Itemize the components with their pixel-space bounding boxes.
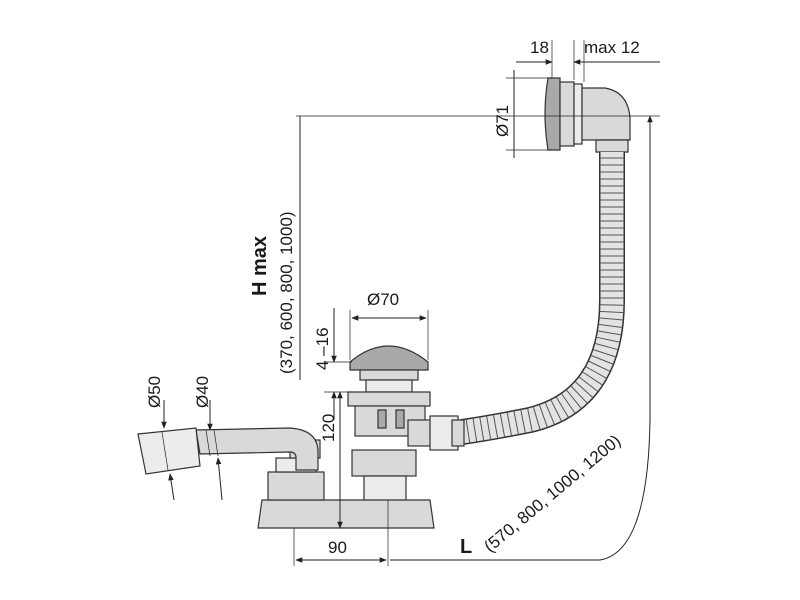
hose-rib <box>538 404 548 428</box>
flexible-hose <box>460 152 625 445</box>
hose-rib <box>597 330 622 336</box>
overflow-head <box>544 77 631 153</box>
dim-overflow-diameter: Ø71 <box>493 105 512 137</box>
dim-trap-height: 120 <box>319 414 338 442</box>
hose-rib <box>590 354 614 365</box>
hose-rib <box>520 409 526 434</box>
hose-rib <box>599 310 624 314</box>
hose-rib <box>527 408 533 432</box>
dim-plug-height: 4 –16 <box>313 327 332 370</box>
hose-rib <box>599 317 624 321</box>
hose-rib <box>555 396 569 418</box>
hose-rib <box>550 399 563 422</box>
dim-trap-offset: 90 <box>328 538 347 557</box>
hose-rib <box>594 342 619 351</box>
hose-rib <box>472 418 478 442</box>
dim-outlet-diameter-40: Ø40 <box>193 376 212 408</box>
plug-assembly <box>347 345 465 451</box>
hose-rib <box>596 336 620 343</box>
hose-rib <box>513 410 519 435</box>
dim-h-values: (370, 600, 800, 1000) <box>277 211 296 374</box>
dim-outlet-diameter-50: Ø50 <box>145 376 164 408</box>
hose-rib <box>585 366 607 379</box>
hose-rib <box>486 415 492 440</box>
hose-rib <box>599 304 624 306</box>
hose-rib <box>499 413 506 438</box>
outlet-pipe <box>137 427 319 475</box>
dim-plug-diameter: Ø70 <box>367 290 399 309</box>
trap-body <box>257 439 435 529</box>
hose-rib <box>544 402 556 425</box>
hose-rib <box>465 419 471 444</box>
dim-wall-max: max 12 <box>584 38 640 57</box>
dim-l-values: (570, 800, 1000, 1200) <box>480 431 624 556</box>
hose-rib <box>592 349 617 358</box>
hose-rib <box>588 360 611 372</box>
hose-rib <box>561 393 576 414</box>
hose-rib <box>578 376 599 392</box>
dim-h-label: H max <box>249 236 271 296</box>
hose-rib <box>479 417 485 441</box>
hose-rib <box>565 389 582 409</box>
hose-rib <box>570 385 588 404</box>
hose-rib <box>598 323 623 328</box>
hose-rib <box>574 381 594 398</box>
dim-l-label: L <box>460 536 472 558</box>
hose-rib <box>582 371 603 386</box>
dim-overflow-depth: 18 <box>530 38 549 57</box>
hose-rib <box>506 412 513 436</box>
hose-rib <box>492 414 499 439</box>
hose-rib <box>532 406 541 430</box>
